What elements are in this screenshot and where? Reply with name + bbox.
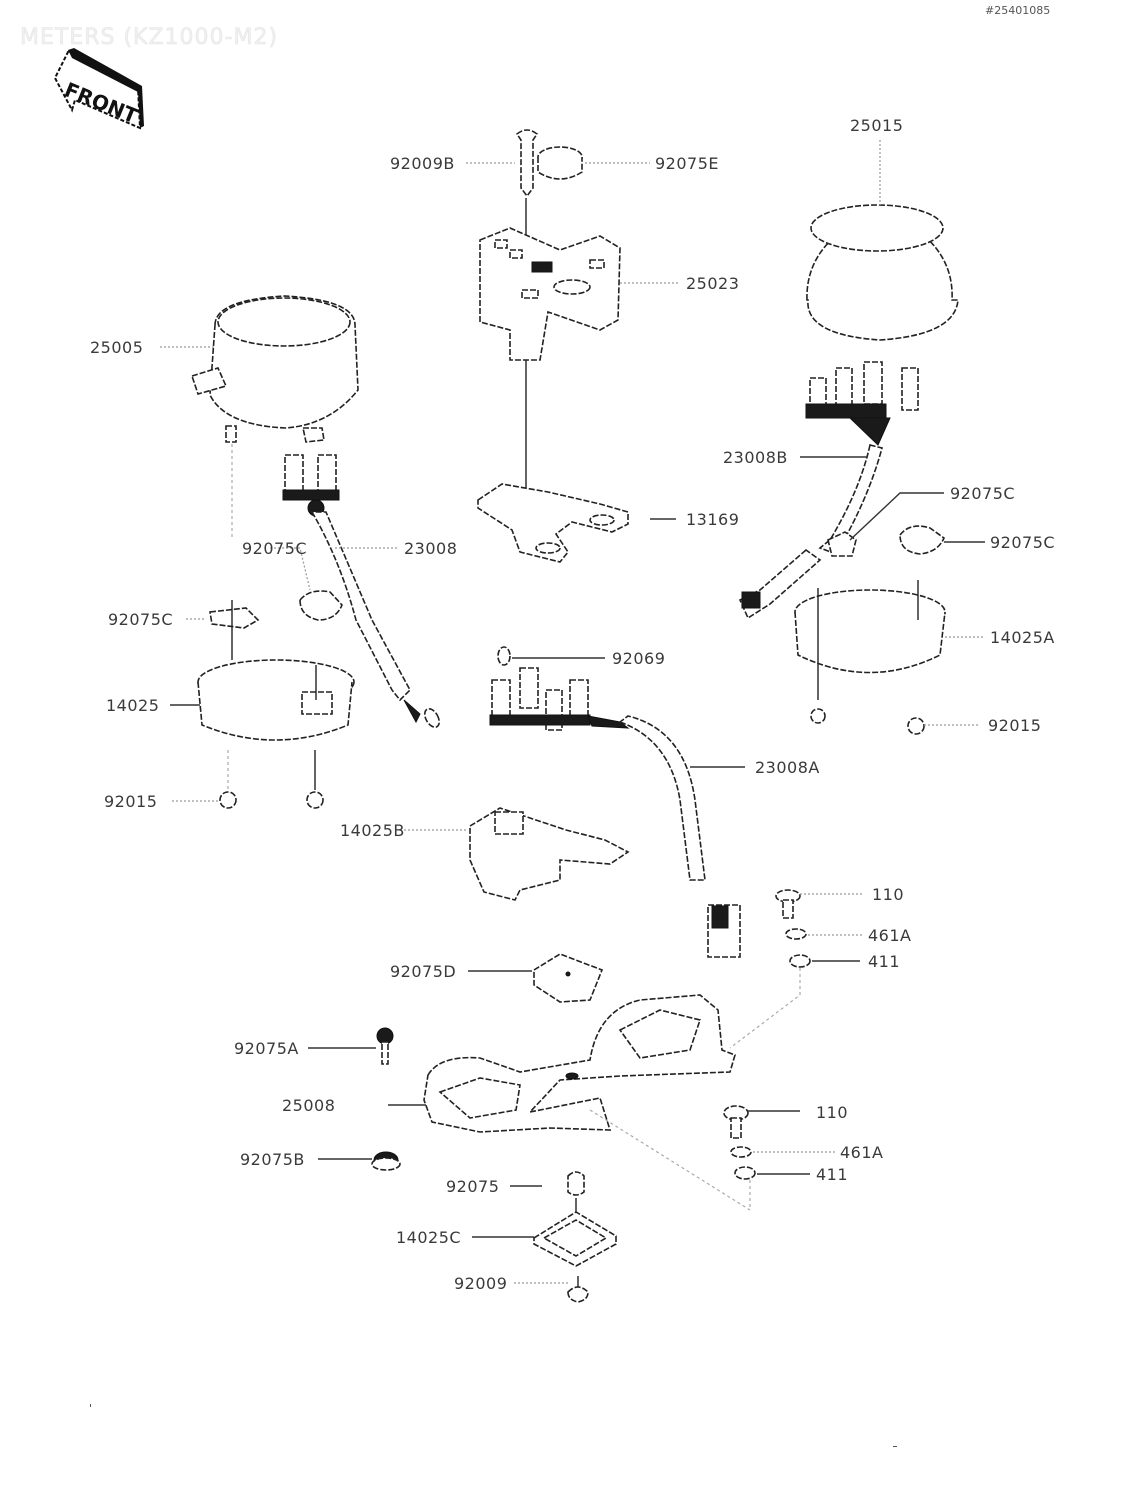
- part-92015-nut-left-b: [306, 750, 324, 809]
- part-461A-lock-washer-lower: [730, 1146, 752, 1158]
- part-25023-housing: [479, 227, 621, 361]
- part-23008B-socket-assembly: [738, 361, 919, 620]
- part-92069-bulb: [497, 646, 511, 666]
- part-13169-bracket: [477, 483, 629, 563]
- part-14025-cover: [197, 659, 355, 741]
- front-arrow-icon: FRONT: [53, 48, 144, 130]
- part-label: 23008A: [755, 758, 820, 777]
- part-label: 92009B: [390, 154, 455, 173]
- part-label: 92075E: [655, 154, 719, 173]
- reference-code: #25401085: [985, 4, 1050, 17]
- part-25008-meter-bracket: [423, 994, 751, 1211]
- part-411-washer-upper: [789, 954, 811, 968]
- part-label: 92075C: [990, 533, 1055, 552]
- part-14025C-cover: [533, 1211, 617, 1267]
- part-label: 92075A: [234, 1039, 299, 1058]
- part-411-washer-lower: [734, 1166, 756, 1180]
- part-label: 92015: [988, 716, 1041, 735]
- part-23008-socket-assembly: [282, 454, 441, 728]
- part-label: 14025A: [990, 628, 1055, 647]
- part-25005-speedometer: [190, 295, 359, 540]
- part-label: 461A: [840, 1143, 883, 1162]
- part-92015-nut-right-a: [810, 708, 826, 724]
- part-92075C-damper-left-upper: [299, 590, 343, 621]
- part-label: 110: [816, 1103, 848, 1122]
- leader-92075C-right-upper: [849, 492, 944, 541]
- part-92075C-damper-right: [899, 525, 945, 555]
- part-25015-tachometer: [806, 140, 959, 341]
- part-92015-nut-right-b: [907, 717, 925, 735]
- part-label: 23008B: [723, 448, 788, 467]
- part-92075B-damper: [371, 1151, 401, 1171]
- part-461A-lock-washer-upper: [785, 928, 807, 940]
- part-label: 461A: [868, 926, 911, 945]
- part-14025B-cover: [469, 807, 630, 901]
- part-92009B-screw: [515, 129, 539, 198]
- scan-speck: [90, 1404, 91, 1407]
- part-110-bolt-upper: [775, 889, 801, 919]
- part-label: 25023: [686, 274, 739, 293]
- part-14025A-cover: [794, 580, 946, 700]
- part-92075E-damper: [537, 146, 583, 180]
- part-label: 411: [868, 952, 900, 971]
- part-92015-nut-left-a: [219, 750, 237, 809]
- part-label: 14025B: [340, 821, 405, 840]
- part-label: 92075B: [240, 1150, 305, 1169]
- part-label: 14025: [106, 696, 159, 715]
- part-92075A-damper: [376, 1027, 394, 1065]
- part-label: 25008: [282, 1096, 335, 1115]
- part-label: 25005: [90, 338, 143, 357]
- part-92009-screw: [567, 1276, 589, 1303]
- part-label: 13169: [686, 510, 739, 529]
- part-23008A-socket-assembly: [489, 667, 741, 958]
- part-label: 110: [872, 885, 904, 904]
- leader-92075C-left-upper: [270, 547, 311, 591]
- part-label: 92069: [612, 649, 665, 668]
- part-110-bolt-lower: [723, 1105, 749, 1139]
- part-label: 92075D: [390, 962, 456, 981]
- part-label: 92009: [454, 1274, 507, 1293]
- part-label: 92075: [446, 1177, 499, 1196]
- diagram-title: METERS (KZ1000-M2): [20, 25, 278, 50]
- part-label: 92075C: [950, 484, 1015, 503]
- assembly-axis-upper-bolt: [729, 968, 801, 1049]
- part-label: 92015: [104, 792, 157, 811]
- part-92075C-damper-right-upper: [827, 531, 857, 557]
- part-label: 14025C: [396, 1228, 461, 1247]
- part-label: 23008: [404, 539, 457, 558]
- scan-speck: [893, 1446, 897, 1447]
- part-label: 92075C: [108, 610, 173, 629]
- part-92075C-damper-left: [209, 600, 260, 660]
- part-label: 92075C: [242, 539, 307, 558]
- part-92075D-damper: [533, 953, 604, 1003]
- part-label: 25015: [850, 116, 903, 135]
- part-label: 411: [816, 1165, 848, 1184]
